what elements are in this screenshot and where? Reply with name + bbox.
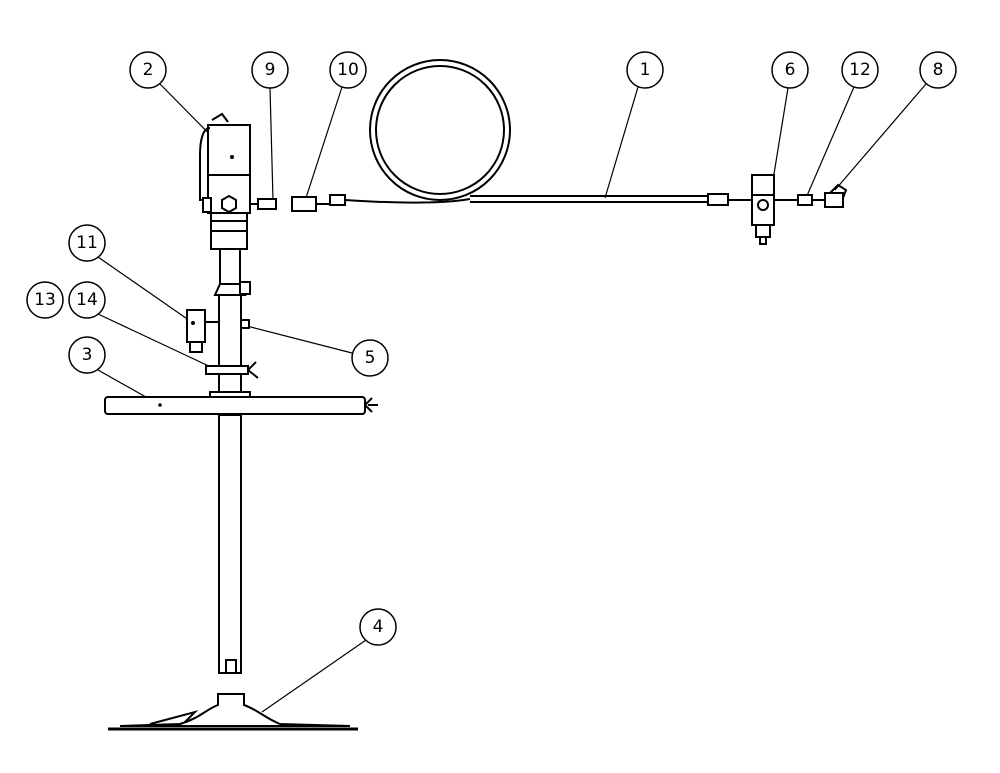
balloon-14: 14 xyxy=(68,281,106,319)
valve-assembly xyxy=(186,309,250,353)
svg-text:6: 6 xyxy=(785,60,796,80)
balloon-9: 9 xyxy=(251,51,289,89)
balloon-1: 1 xyxy=(626,51,664,89)
svg-text:11: 11 xyxy=(76,233,98,253)
svg-text:14: 14 xyxy=(76,290,98,310)
svg-text:3: 3 xyxy=(82,345,93,365)
balloon-5: 5 xyxy=(351,339,389,377)
air-hose xyxy=(329,59,729,206)
balloon-4: 4 xyxy=(359,608,397,646)
svg-text:5: 5 xyxy=(365,348,376,368)
follower-plate xyxy=(108,693,358,731)
svg-text:10: 10 xyxy=(337,60,359,80)
balloon-3: 3 xyxy=(68,336,106,374)
svg-text:2: 2 xyxy=(143,60,154,80)
balloon-6: 6 xyxy=(771,51,809,89)
svg-text:9: 9 xyxy=(265,60,276,80)
balloon-2: 2 xyxy=(129,51,167,89)
svg-text:1: 1 xyxy=(640,60,651,80)
svg-text:12: 12 xyxy=(849,60,871,80)
balloon-11: 11 xyxy=(68,224,106,262)
air-motor xyxy=(199,112,251,250)
svg-text:4: 4 xyxy=(373,617,384,637)
drum-cover xyxy=(104,396,378,415)
filter-regulator xyxy=(728,174,848,245)
balloon-12: 12 xyxy=(841,51,879,89)
balloon-10: 10 xyxy=(329,51,367,89)
balloon-13: 13 xyxy=(26,281,64,319)
svg-text:13: 13 xyxy=(34,290,56,310)
balloon-8: 8 xyxy=(919,51,957,89)
svg-text:8: 8 xyxy=(933,60,944,80)
pump-tube xyxy=(205,248,259,674)
fittings xyxy=(250,196,330,212)
